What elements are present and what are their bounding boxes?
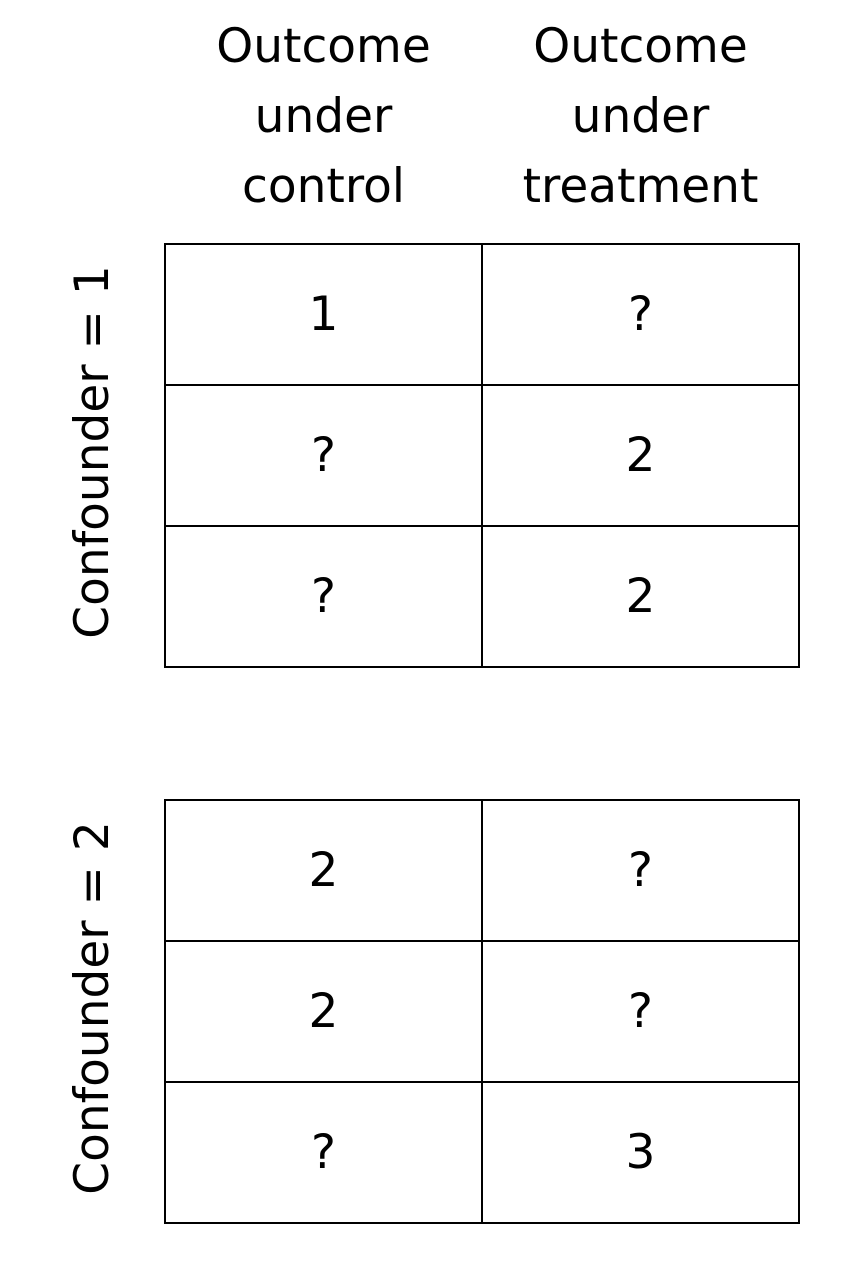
- cell-control: ?: [164, 384, 483, 527]
- cell-control: 1: [164, 243, 483, 386]
- cell-treatment: ?: [481, 799, 800, 942]
- cell-control: ?: [164, 525, 483, 668]
- cell-treatment: ?: [481, 940, 800, 1083]
- group-label-confounder-2: Confounder = 2: [65, 821, 120, 1195]
- table-row: ? 3: [164, 1081, 800, 1224]
- column-header-control: Outcome under control: [216, 19, 431, 214]
- cell-treatment: 2: [481, 525, 800, 668]
- cell-treatment: 3: [481, 1081, 800, 1224]
- cell-control: ?: [164, 1081, 483, 1224]
- cell-treatment: ?: [481, 243, 800, 386]
- cell-treatment: 2: [481, 384, 800, 527]
- table-row: 2 ?: [164, 940, 800, 1083]
- cell-control: 2: [164, 799, 483, 942]
- table-row: ? 2: [164, 384, 800, 527]
- cell-control: 2: [164, 940, 483, 1083]
- table-row: 1 ?: [164, 243, 800, 386]
- table-row: ? 2: [164, 525, 800, 668]
- outcome-table-confounder-1: 1 ? ? 2 ? 2: [164, 243, 800, 668]
- group-label-confounder-1: Confounder = 1: [65, 265, 120, 639]
- table-row: 2 ?: [164, 799, 800, 942]
- outcome-table-confounder-2: 2 ? 2 ? ? 3: [164, 799, 800, 1224]
- column-header-treatment: Outcome under treatment: [522, 19, 759, 214]
